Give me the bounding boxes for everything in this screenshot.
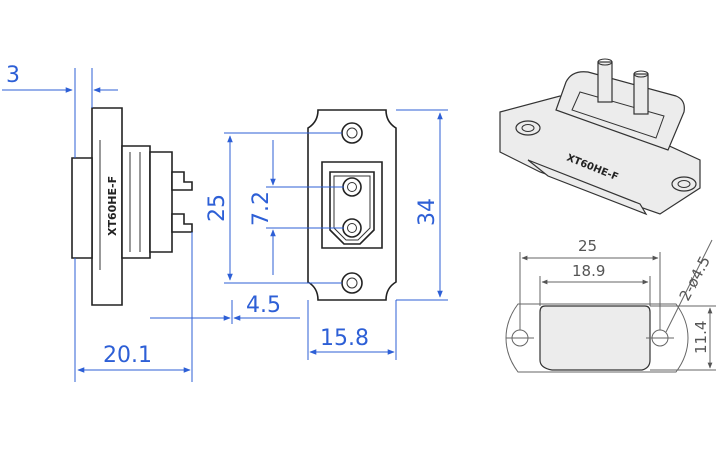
cutout-dim-opening-width: 18.9 — [572, 262, 605, 280]
front-dim-height: 34 — [415, 198, 440, 226]
front-dim-width: 15.8 — [320, 326, 369, 351]
front-dim-offset: 4.5 — [246, 293, 281, 318]
front-view: 25 7.2 34 4.5 15.8 — [150, 109, 448, 360]
front-dim-hole-pitch: 25 — [205, 194, 230, 222]
iso-view: XT60HE-F — [499, 58, 701, 216]
front-dim-pin-pitch: 7.2 — [249, 191, 274, 226]
side-dim-thickness: 3 — [6, 63, 20, 88]
cutout-dim-holes: 2-ø4.5 — [676, 253, 714, 304]
cutout-dim-opening-height: 11.4 — [692, 321, 710, 354]
panel-cutout: 25 18.9 2-ø4.5 11.4 — [505, 237, 716, 373]
cutout-dim-hole-pitch: 25 — [578, 237, 597, 255]
side-view: XT60HE-F 3 20.1 — [2, 63, 193, 382]
side-dim-length: 20.1 — [103, 343, 152, 368]
side-part-mark: XT60HE-F — [106, 176, 119, 236]
